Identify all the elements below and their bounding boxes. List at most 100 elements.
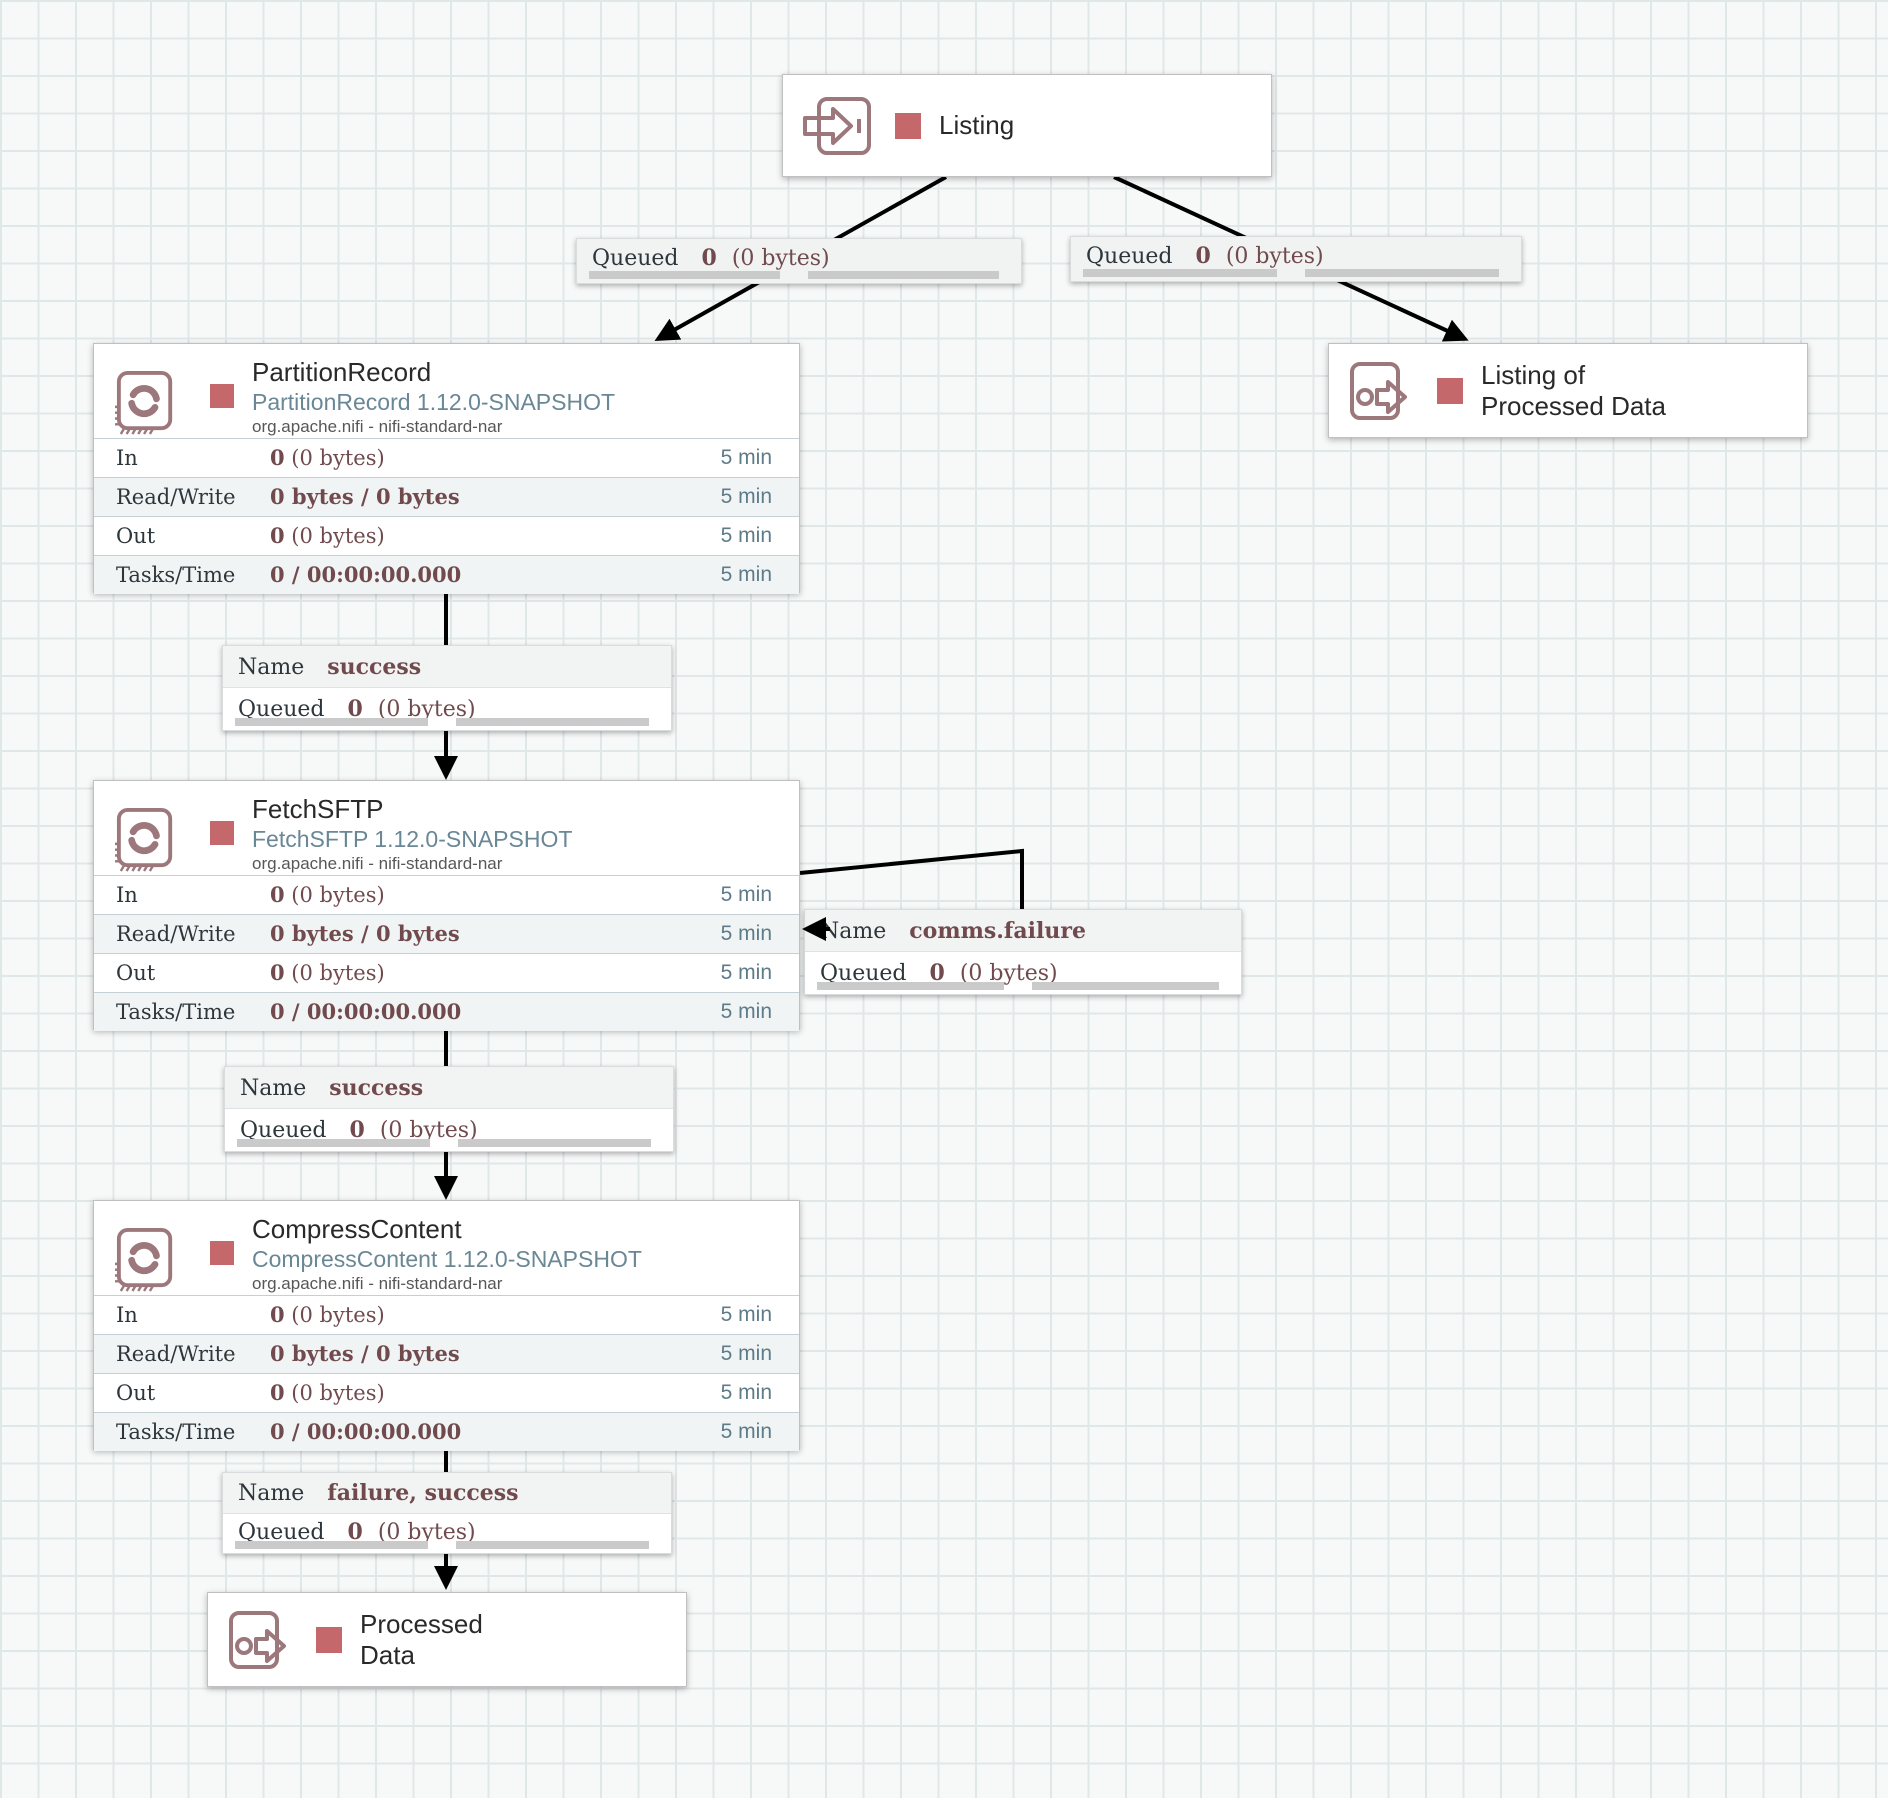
processor-bundle: org.apache.nifi - nifi-standard-nar [252,1274,503,1293]
object-count-bar [1083,269,1277,277]
queued-size: (0 bytes) [1225,244,1324,269]
stat-row-in: In 0 (0 bytes) 5 min [94,1295,799,1334]
data-size-bar [1031,982,1220,990]
stat-window: 5 min [720,961,772,984]
stopped-status-icon [895,112,921,139]
stat-value-bold: 0 / 00:00:00.000 [270,1419,462,1444]
queued-size: (0 bytes) [377,1520,476,1545]
stat-value-bold: 0 [270,445,285,470]
backpressure-bars [805,982,1241,990]
processor-titles: CompressContent CompressContent 1.12.0-S… [252,1201,642,1295]
queued-label: Queued [240,1118,327,1143]
name-label: Name [240,1076,307,1101]
stat-window: 5 min [720,485,772,508]
output-port-listing-of-processed-data[interactable]: Listing of Processed Data [1328,343,1808,438]
relationship-name: success [327,654,422,680]
port-title-line1: Processed [360,1608,483,1639]
port-title: Processed Data [360,1609,483,1671]
stat-value-rest: (0 bytes) [284,883,385,907]
connection-label-failure-success[interactable]: Name failure, success Queued 0 (0 bytes) [222,1472,672,1554]
queued-label: Queued [238,697,325,722]
stat-value-rest: (0 bytes) [284,1381,385,1405]
stat-value-bold: 0 / 00:00:00.000 [270,999,462,1024]
processor-compresscontent[interactable]: CompressContent CompressContent 1.12.0-S… [93,1200,800,1451]
connection-label-success-1[interactable]: Name success Queued 0 (0 bytes) [222,645,672,731]
name-label: Name [238,1481,305,1506]
name-label: Name [820,919,887,944]
stat-window: 5 min [720,563,772,586]
stopped-status-icon [210,821,234,845]
port-title: Listing [939,110,1014,141]
connection-label-listing-partitionrecord[interactable]: Queued 0 (0 bytes) [576,238,1022,284]
processor-header: PartitionRecord PartitionRecord 1.12.0-S… [94,344,799,438]
name-label: Name [238,655,305,680]
processor-icon [115,808,173,872]
object-count-bar [235,718,428,726]
stat-row-out: Out 0 (0 bytes) 5 min [94,516,799,555]
queued-size: (0 bytes) [731,246,830,271]
stat-window: 5 min [720,883,772,906]
stat-label: Out [116,524,156,548]
stat-value-bold: 0 bytes / 0 bytes [270,1341,460,1366]
stat-label: In [116,446,138,470]
processor-titles: PartitionRecord PartitionRecord 1.12.0-S… [252,344,615,438]
relationship-row: Name comms.failure [805,910,1241,952]
processor-icon [115,1228,173,1292]
input-port-icon [803,96,871,155]
queued-size: (0 bytes) [377,697,476,722]
connection-label-success-2[interactable]: Name success Queued 0 (0 bytes) [224,1066,674,1152]
input-port-listing[interactable]: Listing [782,74,1272,177]
queued-count: 0 [701,245,717,271]
queued-label: Queued [1086,244,1173,269]
stat-value-bold: 0 [270,882,285,907]
stat-window: 5 min [720,1381,772,1404]
processor-name: CompressContent [252,1214,462,1244]
stat-value-bold: 0 bytes / 0 bytes [270,921,460,946]
connection-label-comms-failure[interactable]: Name comms.failure Queued 0 (0 bytes) [804,909,1242,995]
stat-value-rest: (0 bytes) [284,961,385,985]
queued-count: 0 [349,1117,365,1143]
processor-type-version: CompressContent 1.12.0-SNAPSHOT [252,1246,642,1272]
stat-label: In [116,883,138,907]
stat-window: 5 min [720,1000,772,1023]
port-title-line1: Listing of [1481,359,1586,390]
stat-value-bold: 0 [270,523,285,548]
data-size-bar [1305,269,1499,277]
port-title-line1: Listing [939,110,1015,140]
stat-window: 5 min [720,1342,772,1365]
backpressure-bars [223,1541,671,1549]
port-title-line2: Data [360,1639,415,1670]
object-count-bar [235,1541,428,1549]
stat-row-tasks: Tasks/Time 0 / 00:00:00.000 5 min [94,555,799,594]
queued-label: Queued [592,246,679,271]
stat-row-in: In 0 (0 bytes) 5 min [94,875,799,914]
stat-row-readwrite: Read/Write 0 bytes / 0 bytes 5 min [94,477,799,516]
connection-label-listing-output[interactable]: Queued 0 (0 bytes) [1070,236,1522,282]
processor-titles: FetchSFTP FetchSFTP 1.12.0-SNAPSHOT org.… [252,781,572,875]
queued-count: 0 [1195,243,1211,269]
stat-value-bold: 0 bytes / 0 bytes [270,484,460,509]
stat-value-bold: 0 [270,1302,285,1327]
relationship-row: Name success [223,646,671,688]
stat-label: Read/Write [116,922,236,946]
stat-window: 5 min [720,922,772,945]
stopped-status-icon [210,1241,234,1265]
processor-fetchsftp[interactable]: FetchSFTP FetchSFTP 1.12.0-SNAPSHOT org.… [93,780,800,1031]
processor-header: FetchSFTP FetchSFTP 1.12.0-SNAPSHOT org.… [94,781,799,875]
processor-partitionrecord[interactable]: PartitionRecord PartitionRecord 1.12.0-S… [93,343,800,594]
stat-label: Tasks/Time [116,1420,236,1444]
output-port-icon [1350,361,1407,420]
queued-size: (0 bytes) [959,961,1058,986]
output-port-processed-data[interactable]: Processed Data [207,1592,687,1687]
stat-row-tasks: Tasks/Time 0 / 00:00:00.000 5 min [94,992,799,1031]
data-size-bar [807,271,999,279]
relationship-row: Name success [225,1067,673,1109]
port-title-line2: Processed Data [1481,390,1666,421]
stat-value-rest: (0 bytes) [284,524,385,548]
queued-size: (0 bytes) [379,1118,478,1143]
stat-label: Read/Write [116,485,236,509]
object-count-bar [237,1139,430,1147]
processor-type-version: FetchSFTP 1.12.0-SNAPSHOT [252,826,573,852]
stat-value-rest: (0 bytes) [284,446,385,470]
